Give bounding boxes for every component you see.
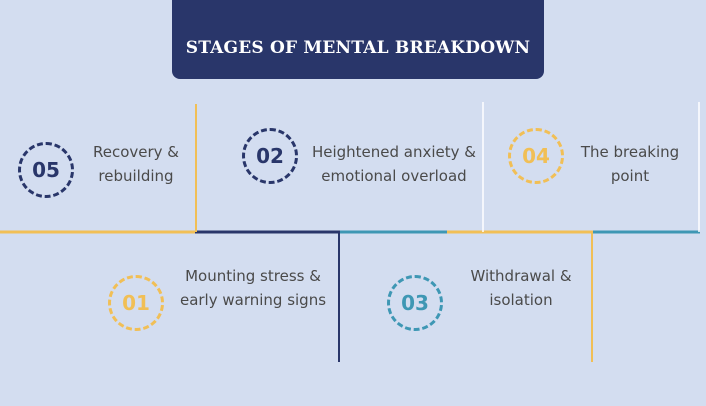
stage-02-label: Heightened anxiety & emotional overload [308, 140, 480, 188]
stage-04-label: The breaking point [578, 140, 682, 188]
stage-05-label-line1: Recovery & [92, 143, 179, 161]
stage-02-badge: 02 [242, 128, 298, 184]
stage-01-number: 01 [122, 291, 150, 315]
stage-01-badge: 01 [108, 275, 164, 331]
page-title: STAGES OF MENTAL BREAKDOWN [185, 37, 531, 58]
stage-05-badge: 05 [18, 142, 74, 198]
stage-05-label: Recovery & rebuilding [80, 140, 192, 188]
stage-01-label-line1: Mounting stress & [185, 267, 321, 285]
stage-04-number: 04 [522, 144, 550, 168]
stage-02-label-line1: Heightened anxiety & [311, 143, 477, 161]
stage-05-number: 05 [32, 158, 60, 182]
title-banner: STAGES OF MENTAL BREAKDOWN [172, 0, 544, 79]
stage-04-badge: 04 [508, 128, 564, 184]
stage-02-number: 02 [256, 144, 284, 168]
stage-01-label: Mounting stress & early warning signs [174, 264, 332, 312]
stage-04-label-line1: The breaking [580, 143, 680, 161]
stage-03-label: Withdrawal & isolation [462, 264, 580, 312]
stage-03-label-line1: Withdrawal & [470, 267, 572, 285]
stage-03-badge: 03 [387, 275, 443, 331]
stage-02-label-line2: emotional overload [321, 167, 467, 185]
stage-03-number: 03 [401, 291, 429, 315]
stage-04-label-line2: point [610, 167, 650, 185]
stage-01-label-line2: early warning signs [179, 291, 327, 309]
stage-05-label-line2: rebuilding [98, 167, 174, 185]
stage-03-label-line2: isolation [489, 291, 553, 309]
